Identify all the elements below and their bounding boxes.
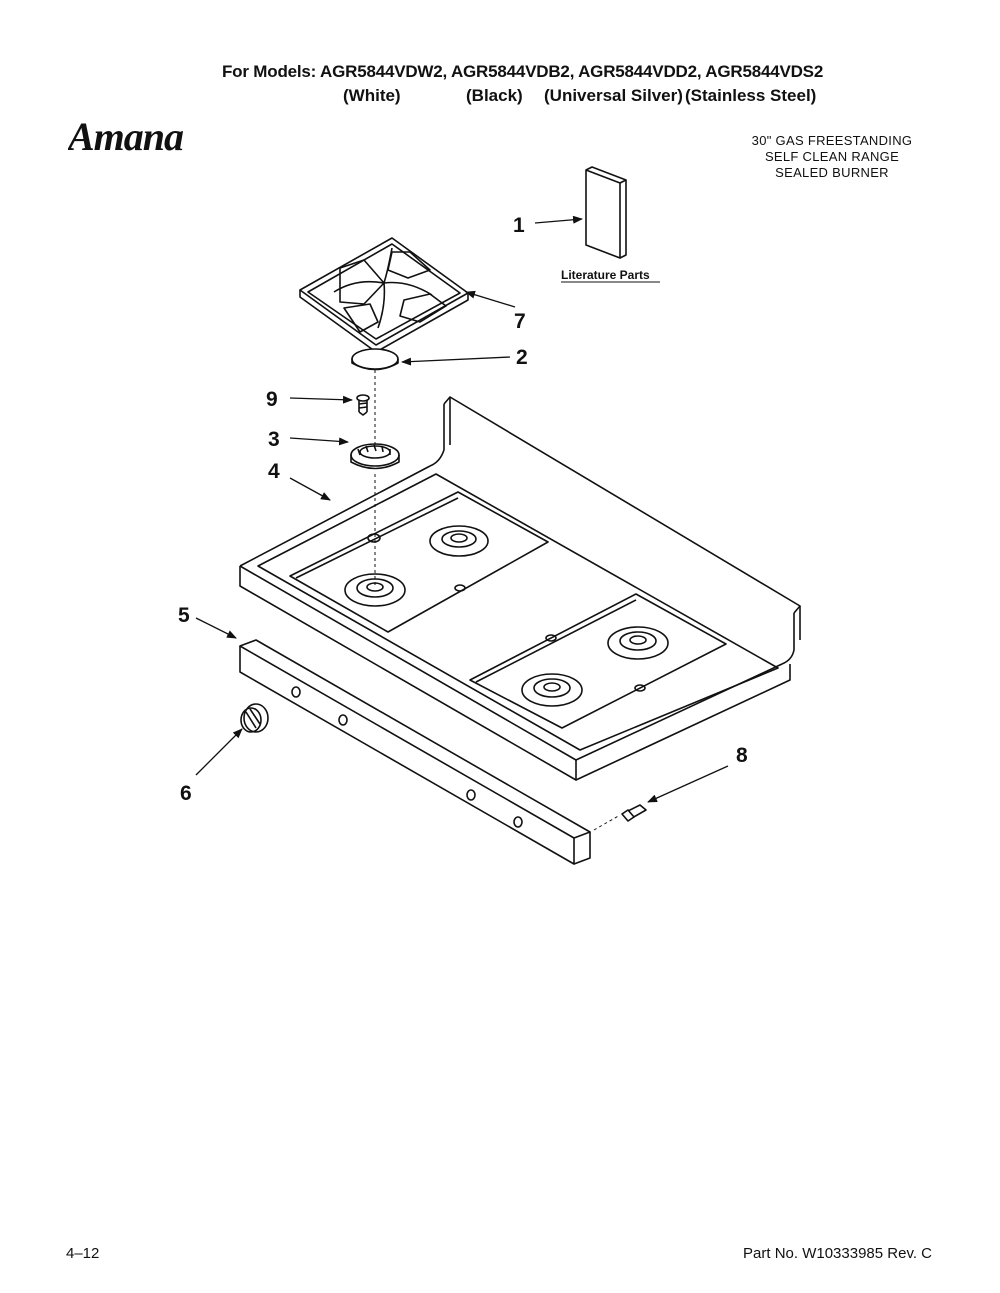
callout-4: 4 xyxy=(268,460,280,483)
leader-4 xyxy=(289,477,331,501)
leader-6 xyxy=(195,728,243,776)
literature-parts-label: Literature Parts xyxy=(561,268,650,282)
callout-9: 9 xyxy=(266,388,278,411)
product-line-3: SEALED BURNER xyxy=(775,165,889,180)
manifold-panel xyxy=(239,639,591,865)
callout-2: 2 xyxy=(516,346,528,369)
burner-screw xyxy=(356,394,370,416)
leader-1 xyxy=(534,215,583,224)
page-number: 4–12 xyxy=(66,1245,100,1262)
literature-parts-booklet xyxy=(585,166,627,259)
product-description: 30" GAS FREESTANDING SELF CLEAN RANGE SE… xyxy=(722,133,942,181)
leader-8-dash xyxy=(593,814,621,831)
leader-9 xyxy=(289,395,353,404)
color-black: (Black) xyxy=(466,86,523,105)
part-number: Part No. W10333985 Rev. C xyxy=(743,1245,932,1262)
color-universal-silver: (Universal Silver) xyxy=(544,86,683,105)
leader-2 xyxy=(401,356,511,366)
amana-logo: Amana xyxy=(68,114,185,159)
callout-3: 3 xyxy=(268,428,280,451)
leader-8 xyxy=(647,765,729,803)
leader-5 xyxy=(195,617,237,639)
callout-8: 8 xyxy=(736,744,748,767)
product-line-1: 30" GAS FREESTANDING xyxy=(751,133,913,148)
cooktop xyxy=(239,396,801,781)
burner-grate xyxy=(299,237,469,353)
panel-screw xyxy=(621,804,647,822)
svg-text:Amana: Amana xyxy=(68,114,184,159)
control-knob xyxy=(240,703,269,733)
color-white: (White) xyxy=(343,86,401,105)
color-stainless-steel: (Stainless Steel) xyxy=(685,86,817,105)
callout-6: 6 xyxy=(180,782,192,805)
leader-7 xyxy=(465,290,516,308)
burner-cap xyxy=(351,348,399,371)
callout-1: 1 xyxy=(513,214,525,237)
models-label: For Models: AGR5844VDW2, AGR5844VDB2, AG… xyxy=(222,62,824,81)
product-line-2: SELF CLEAN RANGE xyxy=(764,149,900,164)
burner-base xyxy=(350,443,400,470)
leader-3 xyxy=(289,437,349,446)
callout-5: 5 xyxy=(178,604,190,627)
callout-7: 7 xyxy=(514,310,526,333)
